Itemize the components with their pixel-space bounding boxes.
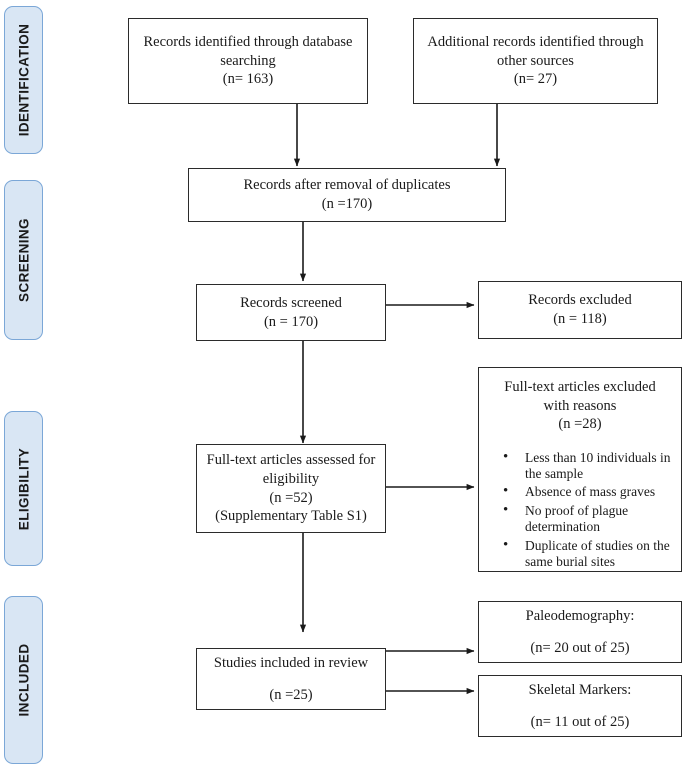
box-line: (n = 118) [553, 311, 607, 327]
box-line: Records identified through database [143, 34, 353, 51]
box-line: searching [220, 52, 276, 69]
box-line: Skeletal Markers: [528, 681, 632, 698]
box-fulltext-assessed-eligibility: Full-text articles assessed for eligibil… [196, 444, 386, 533]
box-records-identified-database: Records identified through database sear… [128, 18, 368, 104]
stage-label-eligibility-text: ELIGIBILITY [16, 447, 31, 530]
box-line: (n =28) [558, 416, 602, 433]
stage-label-identification: IDENTIFICATION [4, 6, 43, 154]
box-line: (n= 20 out of 25) [530, 639, 630, 656]
box-line: Records after removal of duplicates [243, 177, 451, 194]
stage-label-eligibility: ELIGIBILITY [4, 411, 43, 566]
stage-label-screening: SCREENING [4, 180, 43, 340]
exclusion-reason-item: No proof of plague determination [503, 502, 671, 535]
box-records-excluded: Records excluded (n = 118) [478, 281, 682, 339]
box-line: Records excluded [528, 292, 632, 309]
exclusion-reasons-list: Less than 10 individuals in the sample A… [485, 449, 675, 573]
box-line: Records screened [240, 294, 342, 311]
stage-label-identification-text: IDENTIFICATION [16, 23, 31, 137]
box-line: (Supplementary Table S1) [215, 508, 367, 525]
box-line: (n= 27) [513, 71, 558, 88]
box-line: (n =25) [269, 686, 313, 703]
box-line: with reasons [543, 397, 617, 414]
box-line: Studies included in review [213, 654, 369, 671]
exclusion-reason-item: Absence of mass graves [503, 483, 671, 501]
box-line: eligibility [262, 470, 320, 487]
box-records-after-duplicates: Records after removal of duplicates (n =… [188, 168, 506, 222]
box-line: Paleodemography: [525, 607, 635, 624]
box-additional-records-other-sources: Additional records identified through ot… [413, 18, 658, 104]
exclusion-reason-item: Duplicate of studies on the same burial … [503, 537, 671, 570]
stage-label-included-text: INCLUDED [16, 643, 31, 717]
box-skeletal-markers-result: Skeletal Markers: (n= 11 out of 25) [478, 675, 682, 737]
box-line: Additional records identified through [427, 34, 644, 51]
box-line: (n= 163) [222, 71, 274, 88]
box-line: (n= 11 out of 25) [530, 713, 630, 730]
box-line: Full-text articles excluded [504, 379, 656, 395]
stage-label-included: INCLUDED [4, 596, 43, 764]
box-paleodemography-result: Paleodemography: (n= 20 out of 25) [478, 601, 682, 663]
box-line: other sources [497, 52, 574, 69]
box-studies-included-in-review: Studies included in review (n =25) [196, 648, 386, 710]
box-fulltext-excluded-with-reasons: Full-text articles excluded with reasons… [478, 367, 682, 572]
box-line: (n =170) [321, 196, 373, 212]
box-line: Full-text articles assessed for [206, 452, 376, 469]
stage-label-screening-text: SCREENING [16, 218, 31, 302]
box-line: (n = 170) [263, 313, 319, 330]
exclusion-reason-item: Less than 10 individuals in the sample [503, 449, 671, 482]
box-line: (n =52) [269, 489, 313, 506]
box-records-screened: Records screened (n = 170) [196, 284, 386, 341]
